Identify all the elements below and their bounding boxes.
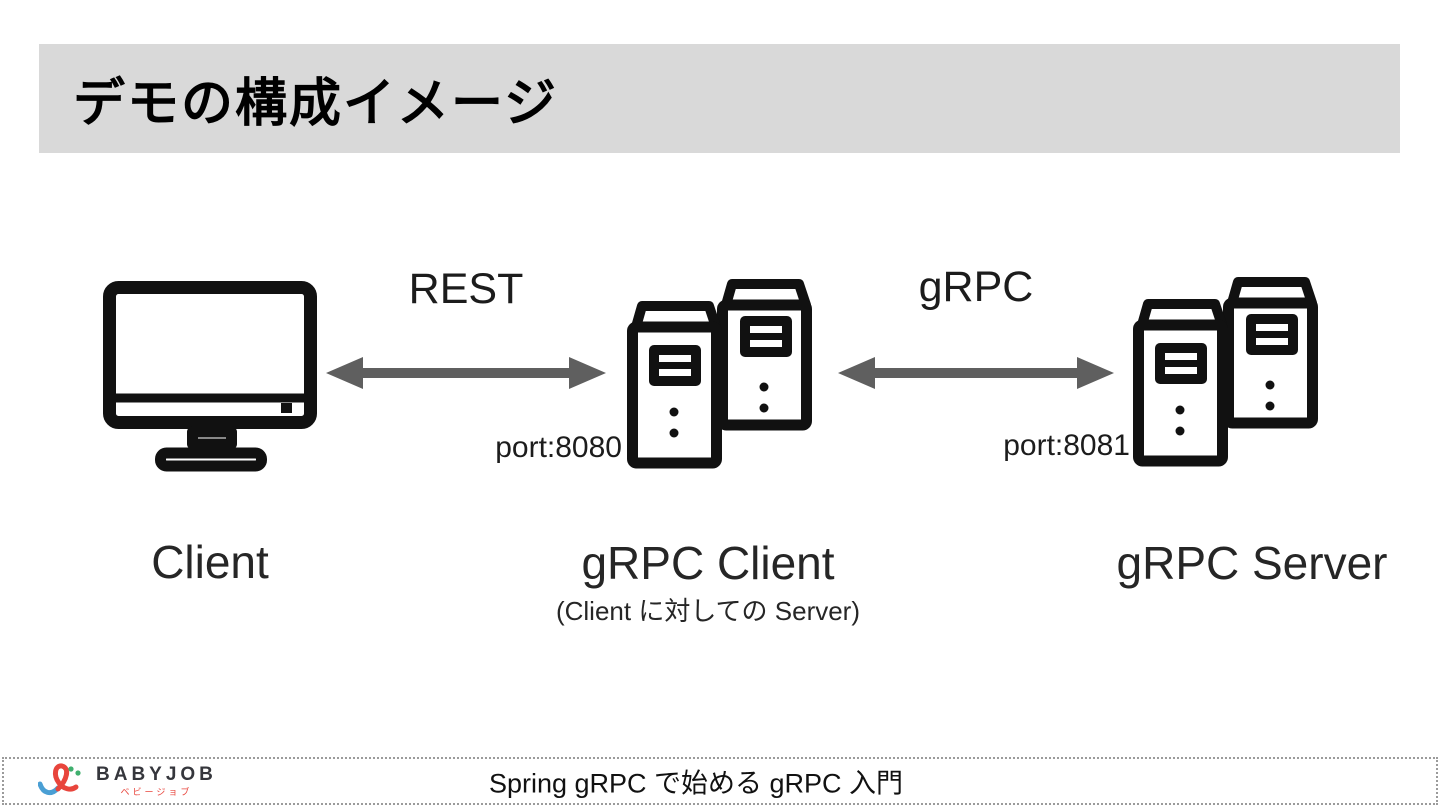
node-label-grpc-server: gRPC Server [1116,537,1388,589]
logo-text-block: BABYJOB ベビージョブ [96,763,217,798]
port-label-8081: port:8081 [1003,429,1130,462]
connection-label-grpc: gRPC [918,263,1034,311]
footer: BABYJOB ベビージョブ Spring gRPC で始める gRPC 入門 [2,757,1438,805]
server-stack-icon [1133,277,1318,467]
node-label-grpc-client: gRPC Client [581,537,835,589]
babyjob-logo: BABYJOB ベビージョブ [38,762,217,800]
port-label-8080: port:8080 [495,431,622,464]
brand-subtitle: ベビージョブ [120,786,193,797]
double-arrow-icon [838,357,1114,389]
server-stack-icon [627,279,812,469]
node-sublabel-grpc-client: (Client に対しての Server) [555,596,861,626]
title-bar: デモの構成イメージ [39,44,1400,153]
double-arrow-icon [326,357,606,389]
node-label-client: Client [151,536,269,588]
footer-title: Spring gRPC で始める gRPC 入門 [488,768,904,799]
babyjob-logo-mark-icon [38,763,81,796]
page-title: デモの構成イメージ [73,75,558,133]
desktop-computer-icon [103,281,317,472]
brand-name: BABYJOB [96,763,217,785]
connection-label-rest: REST [408,265,524,313]
